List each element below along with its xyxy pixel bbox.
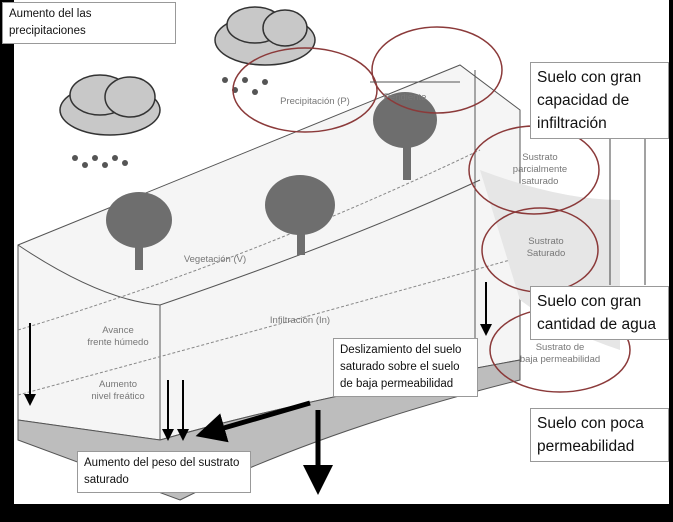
callout-rain-increase: Aumento del las precipitaciones xyxy=(2,2,176,44)
vegetation-label: Vegetación (V) xyxy=(184,254,246,265)
callout-low-permeability: Suelo con poca permeabilidad xyxy=(530,408,669,462)
low-perm-label-2: baja permeabilidad xyxy=(520,354,600,365)
saturated-label-1: Sustrato xyxy=(528,236,563,247)
saturated-label-2: Saturado xyxy=(527,248,566,259)
callout-high-infiltration: Suelo con gran capacidad de infiltración xyxy=(530,62,669,139)
partial-label-1: Sustrato xyxy=(522,152,557,163)
slope-edge xyxy=(159,179,481,306)
water-table-label-2: nivel freático xyxy=(91,391,144,402)
cloud-icon xyxy=(59,6,316,136)
slope-label: Pendiente xyxy=(384,92,427,103)
tree-icon xyxy=(106,92,437,270)
water-table-line xyxy=(17,259,511,396)
callout-high-water: Suelo con gran cantidad de agua xyxy=(530,286,669,340)
flow-arrows xyxy=(24,282,492,441)
precipitation-label: Precipitación (P) xyxy=(280,96,350,107)
partial-label-2: parcialmente xyxy=(513,164,567,175)
callout-slide: Deslizamiento del suelo saturado sobre e… xyxy=(333,338,478,397)
wet-front-label-1: Avance xyxy=(102,325,134,336)
bold-arrows xyxy=(195,400,333,495)
partial-label-3: saturado xyxy=(522,176,559,187)
front-edge xyxy=(17,244,161,440)
infiltration-label: Infiltración (In) xyxy=(270,315,330,326)
wet-front-line xyxy=(17,149,481,331)
water-table-label-1: Aumento xyxy=(99,379,137,390)
wet-front-label-2: frente húmedo xyxy=(87,337,148,348)
callout-weight: Aumento del peso del sustrato saturado xyxy=(77,451,251,493)
low-perm-label-1: Sustrato de xyxy=(536,342,585,353)
